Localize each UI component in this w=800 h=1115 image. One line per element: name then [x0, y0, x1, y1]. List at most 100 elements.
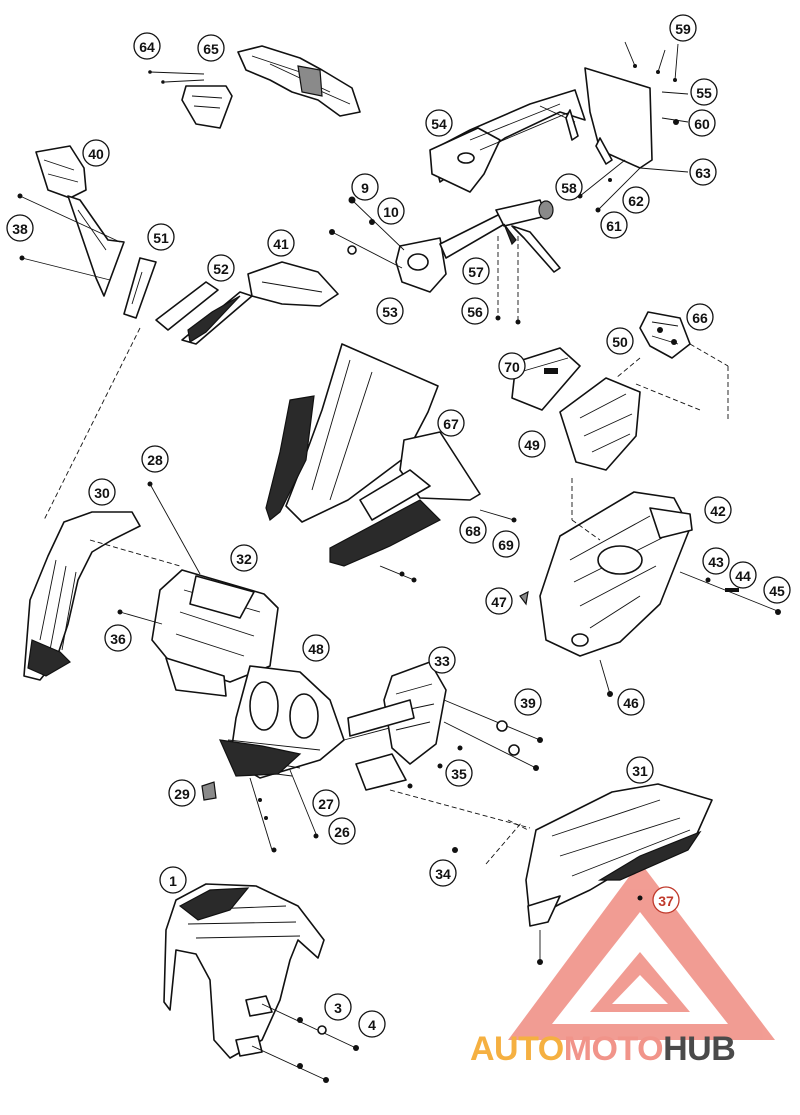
callout-34: 34 [429, 859, 457, 887]
part-mirror-right [155, 261, 339, 345]
callout-number: 60 [694, 116, 710, 132]
callout-number: 44 [735, 568, 751, 584]
callout-54: 54 [425, 109, 453, 137]
callout-number: 30 [94, 485, 110, 501]
callout-number: 32 [236, 551, 252, 567]
callout-number: 53 [382, 304, 398, 320]
callout-number: 4 [368, 1017, 376, 1033]
callout-1: 1 [159, 866, 187, 894]
part-windscreen [265, 343, 517, 583]
part-rear-side-fairing [389, 783, 713, 965]
callout-3: 3 [324, 993, 352, 1021]
callout-65: 65 [197, 34, 225, 62]
callout-number: 28 [147, 452, 163, 468]
callout-number: 47 [491, 594, 507, 610]
callout-69: 69 [492, 530, 520, 558]
watermark-auto: AUTO [470, 1030, 564, 1068]
callout-68: 68 [459, 516, 487, 544]
callout-number: 58 [561, 180, 577, 196]
callout-56: 56 [461, 297, 489, 325]
part-headlight-frame [219, 665, 421, 779]
callout-number: 38 [12, 221, 28, 237]
callout-61: 61 [600, 211, 628, 239]
callout-42: 42 [704, 496, 732, 524]
callout-70: 70 [498, 352, 526, 380]
callout-48: 48 [302, 634, 330, 662]
callout-number: 45 [769, 583, 785, 599]
callout-number: 56 [467, 304, 483, 320]
callout-number: 9 [361, 180, 369, 196]
callout-52: 52 [207, 254, 235, 282]
watermark-triangle-logo [508, 862, 775, 1040]
callout-number: 46 [623, 695, 639, 711]
callout-45: 45 [763, 576, 791, 604]
callout-43: 43 [702, 547, 730, 575]
callout-10: 10 [377, 197, 405, 225]
callout-60: 60 [688, 109, 716, 137]
callout-number: 49 [524, 437, 540, 453]
callout-32: 32 [230, 544, 258, 572]
callout-50: 50 [606, 327, 634, 355]
callout-number: 31 [632, 763, 648, 779]
callout-number: 50 [612, 334, 628, 350]
callout-number: 62 [628, 193, 644, 209]
callout-53: 53 [376, 297, 404, 325]
callout-number: 69 [498, 537, 514, 553]
callout-47: 47 [485, 587, 513, 615]
callout-number: 43 [708, 554, 724, 570]
callout-46: 46 [617, 688, 645, 716]
callout-31: 31 [626, 756, 654, 784]
callout-number: 61 [606, 218, 622, 234]
callout-number: 70 [504, 359, 520, 375]
callout-number: 54 [431, 116, 447, 132]
callout-59: 59 [669, 14, 697, 42]
callout-41: 41 [267, 229, 295, 257]
callout-number: 29 [174, 786, 190, 802]
callout-36: 36 [104, 624, 132, 652]
part-handlebar-top [237, 45, 361, 117]
callout-number: 41 [273, 236, 289, 252]
watermark-hub: HUB [663, 1030, 736, 1068]
callout-39: 39 [514, 688, 542, 716]
callout-35: 35 [445, 759, 473, 787]
callout-number: 37 [658, 893, 674, 909]
callout-number: 35 [451, 766, 467, 782]
callout-40: 40 [82, 139, 110, 167]
callout-58: 58 [555, 173, 583, 201]
callout-number: 48 [308, 641, 324, 657]
callout-number: 26 [334, 824, 350, 840]
callout-66: 66 [686, 303, 714, 331]
callout-number: 64 [139, 39, 155, 55]
callout-number: 40 [88, 146, 104, 162]
callout-30: 30 [88, 478, 116, 506]
part-small-bracket [148, 70, 233, 129]
part-dashboard-frame [429, 41, 689, 213]
callout-number: 66 [692, 310, 708, 326]
callout-number: 39 [520, 695, 536, 711]
callout-number: 68 [465, 523, 481, 539]
callout-64: 64 [133, 32, 161, 60]
callout-number: 27 [318, 796, 334, 812]
part-inner-side-panel [519, 478, 781, 697]
callout-number: 59 [675, 21, 691, 37]
part-mirror-left [17, 145, 125, 297]
callout-number: 1 [169, 873, 177, 889]
callout-number: 42 [710, 503, 726, 519]
callout-33: 33 [428, 646, 456, 674]
part-electronic-box [511, 347, 581, 411]
callout-number: 67 [443, 416, 459, 432]
part-relay-bracket [615, 311, 729, 422]
callout-49: 49 [518, 430, 546, 458]
callout-number: 55 [696, 85, 712, 101]
part-front-side-fairing [23, 327, 181, 681]
part-headlight-bracket [347, 661, 543, 791]
callout-51: 51 [147, 223, 175, 251]
part-mirror-bracket [123, 257, 157, 319]
callout-number: 36 [110, 631, 126, 647]
callout-number: 10 [383, 204, 399, 220]
callout-number: 52 [213, 261, 229, 277]
callout-27: 27 [312, 789, 340, 817]
callout-4: 4 [358, 1010, 386, 1038]
watermark-text: AUTOMOTOHUB [470, 1030, 800, 1070]
